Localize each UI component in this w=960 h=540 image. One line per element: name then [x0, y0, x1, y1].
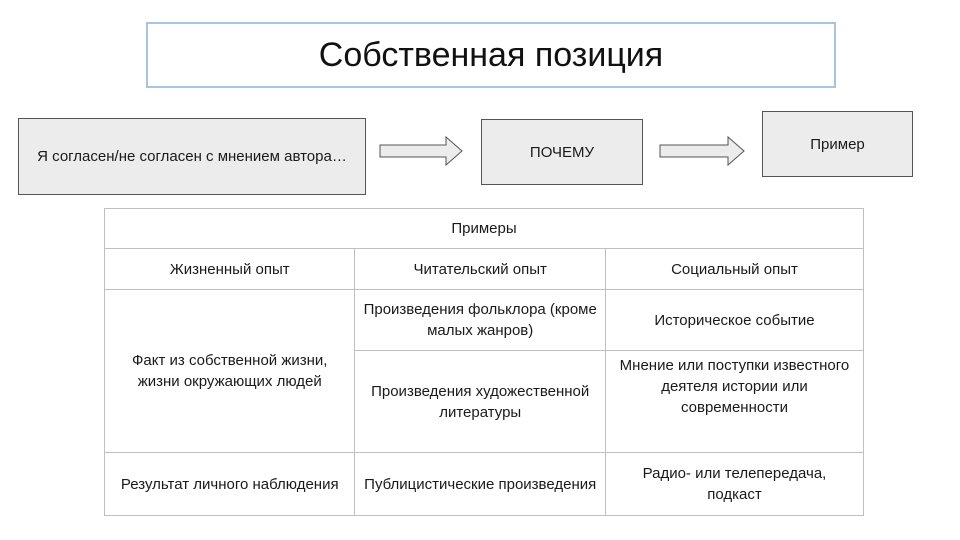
- cell-fiction: Произведения художественной литературы: [354, 350, 606, 453]
- flow-step-why-label: ПОЧЕМУ: [529, 143, 595, 161]
- flow-step-example-label: Пример: [810, 135, 865, 153]
- flow-step-agree-label: Я согласен/не согласен с мнением автора…: [37, 148, 347, 165]
- page-title: Собственная позиция: [146, 22, 836, 88]
- column-header-life: Жизненный опыт: [103, 248, 356, 290]
- cell-folklore: Произведения фольклора (кроме малых жанр…: [354, 289, 606, 351]
- cell-life-fact: Факт из собственной жизни, жизни окружаю…: [103, 289, 356, 453]
- table-header: Примеры: [104, 208, 864, 249]
- flow-step-why: ПОЧЕМУ: [481, 119, 643, 185]
- cell-publicistic: Публицистические произведения: [354, 452, 606, 516]
- cell-observation: Результат личного наблюдения: [103, 452, 356, 516]
- cell-historical-event: Историческое событие: [604, 289, 865, 351]
- column-header-reading: Читательский опыт: [354, 248, 606, 290]
- cell-radio: Радио- или телепередача, подкаст: [604, 452, 865, 516]
- arrow-right-icon: [659, 135, 745, 167]
- flow-step-agree: Я согласен/не согласен с мнением автора…: [18, 118, 366, 195]
- column-header-social: Социальный опыт: [604, 248, 865, 290]
- arrow-right-icon: [379, 135, 463, 167]
- examples-table: Примеры Жизненный опыт Читательский опыт…: [103, 208, 865, 516]
- cell-famous-person: Мнение или поступки известного деятеля и…: [604, 350, 865, 453]
- flow-step-example: Пример: [762, 111, 913, 177]
